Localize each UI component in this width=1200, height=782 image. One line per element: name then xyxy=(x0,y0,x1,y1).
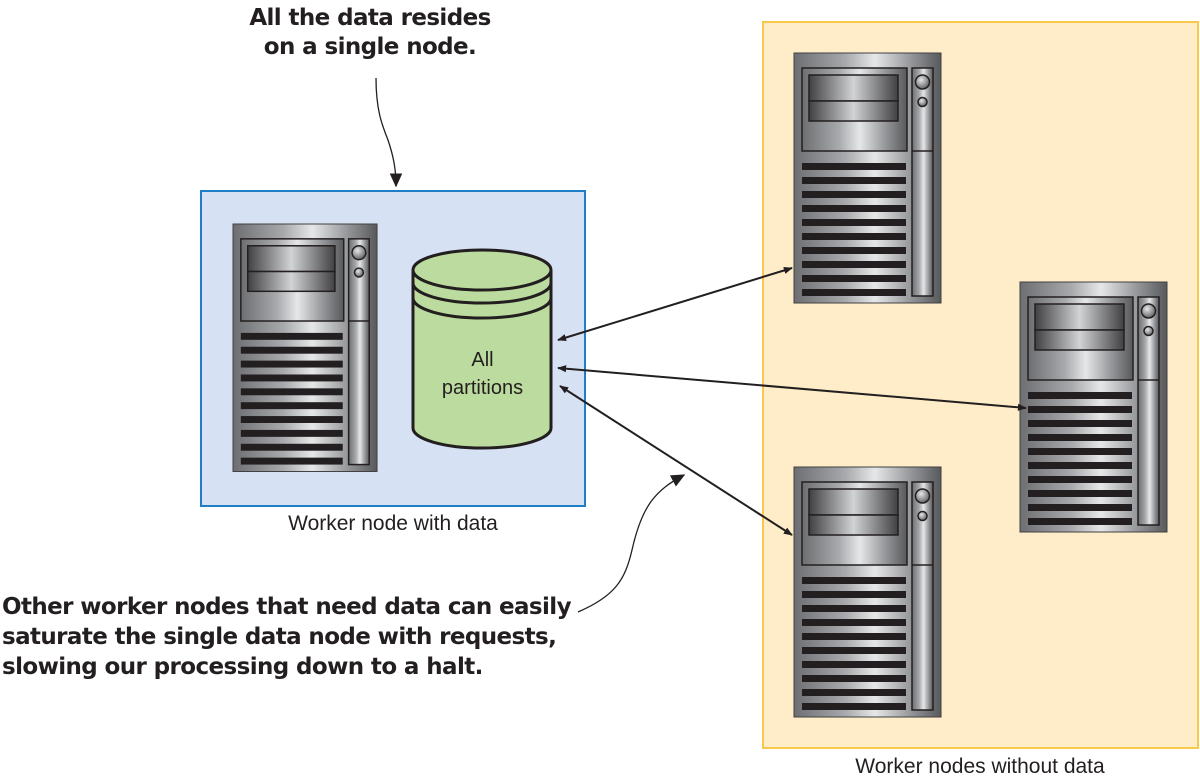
database-cylinder-icon xyxy=(411,248,553,450)
callout-arrow-bottom xyxy=(577,474,686,613)
callout-bottom-line: Other worker nodes that need data can ea… xyxy=(2,594,572,620)
server-tower-icon xyxy=(793,466,942,718)
database-label-line: partitions xyxy=(441,377,524,399)
callout-single-node: All the data resides on a single node. xyxy=(240,4,500,62)
callout-saturation: Other worker nodes that need data can ea… xyxy=(2,592,602,682)
connection-arrow-bottom xyxy=(559,385,793,536)
connection-arrow-top xyxy=(557,266,793,342)
callout-arrow-top xyxy=(375,77,403,188)
panel-label-without-data: Worker nodes without data xyxy=(855,755,1105,778)
callout-bottom-line: slowing our processing down to a halt. xyxy=(2,654,483,680)
callout-top-line: All the data resides xyxy=(249,5,491,31)
callout-top-line: on a single node. xyxy=(263,34,477,60)
database-label-line: All xyxy=(471,349,494,371)
server-tower-icon xyxy=(1019,281,1168,533)
server-tower-icon xyxy=(793,52,942,304)
callout-bottom-line: saturate the single data node with reque… xyxy=(2,624,557,650)
database-label: All partitions xyxy=(410,346,555,402)
server-tower-icon xyxy=(232,223,378,473)
panel-label-with-data: Worker node with data xyxy=(288,512,498,535)
